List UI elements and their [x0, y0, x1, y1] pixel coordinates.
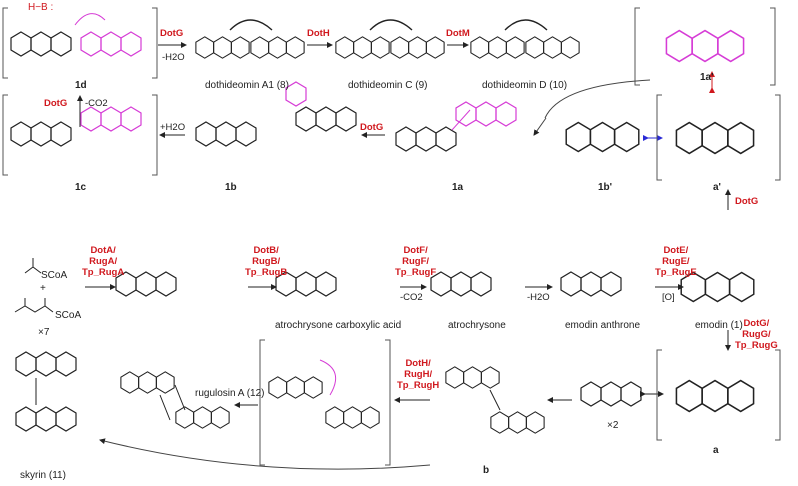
cond-oxidation: [O] — [662, 292, 675, 303]
structure-1a — [395, 101, 517, 152]
cond-co2-vertical: -CO2 — [85, 98, 108, 109]
structure-1a-prime — [634, 7, 776, 86]
enzyme-dotg-vertical: DotG — [44, 98, 68, 109]
times-7: ×7 — [38, 327, 50, 338]
structure-1b — [195, 81, 357, 147]
structure-1d — [2, 7, 158, 79]
acetyl-scoa-label: SCoA — [41, 270, 68, 281]
label-dothideomin-a1: dothideomin A1 (8) — [205, 80, 289, 91]
structure-b — [445, 366, 545, 434]
enzyme-dotf: DotF/ RugF/ Tp_RugF — [395, 245, 437, 278]
enzyme-dotg-1: DotG — [160, 28, 184, 39]
label-skyrin: skyrin (11) — [20, 470, 66, 481]
cond-h2o-dehydration: -H2O — [527, 292, 550, 303]
structure-rugulosin — [120, 371, 230, 429]
enzyme-dotb: DotB/ RugB/ Tp_RugB — [245, 245, 288, 278]
structure-acetyl-coa — [14, 258, 54, 313]
label-1a-prime: 1a' — [700, 72, 714, 83]
label-1c: 1c — [75, 182, 87, 193]
structure-acyl-coa-intermediate — [115, 271, 177, 297]
enzyme-dotg-up: DotG — [735, 196, 759, 207]
label-1b: 1b — [225, 182, 237, 193]
enzyme-dotg-2: DotG — [360, 122, 384, 133]
label-atrochrysone: atrochrysone — [448, 320, 506, 331]
label-1b-prime: 1b' — [598, 182, 613, 193]
structure-atrochrysone — [430, 271, 492, 297]
hb-label: H−B : — [28, 2, 54, 13]
label-a: a — [713, 445, 719, 456]
structure-emodin-anthrone — [560, 271, 622, 297]
label-emodin: emodin (1) — [695, 320, 743, 331]
enzyme-doth: DotH — [307, 28, 330, 39]
label-b: b — [483, 465, 490, 476]
structure-dothideomin-a1 — [195, 19, 305, 59]
times-2: ×2 — [607, 420, 619, 431]
label-1a: 1a — [452, 182, 464, 193]
enzyme-dote: DotE/ RugE/ Tp_RugE — [655, 245, 697, 278]
structure-hydride-intermediate — [259, 339, 391, 466]
structure-a-prime — [656, 94, 781, 181]
label-emodin-anthrone: emodin anthrone — [565, 320, 641, 331]
structure-1c — [2, 94, 158, 176]
enzyme-dotg-3: DotG/ RugG/ Tp_RugG — [735, 318, 778, 351]
cond-h2o-1: -H2O — [162, 52, 185, 63]
enzyme-dota: DotA/ RugA/ Tp_RugA — [82, 245, 125, 278]
structure-skyrin — [15, 351, 77, 432]
malonyl-scoa-label: SCoA — [55, 310, 82, 321]
structure-a — [656, 349, 781, 441]
structure-dothideomin-c — [335, 19, 445, 59]
structure-dothideomin-d — [470, 19, 580, 59]
label-dothideomin-c: dothideomin C (9) — [348, 80, 428, 91]
label-dothideomin-d: dothideomin D (10) — [482, 80, 568, 91]
plus-sign: + — [40, 283, 46, 294]
cond-water: +H2O — [160, 122, 186, 133]
label-rugulosin: rugulosin A (12) — [195, 388, 265, 399]
enzyme-doth-2: DotH/ RugH/ Tp_RugH — [397, 358, 440, 391]
label-1d: 1d — [75, 80, 87, 91]
label-atrochrysone-carboxylic-acid: atrochrysone carboxylic acid — [275, 320, 402, 331]
enzyme-dotm: DotM — [446, 28, 470, 39]
label-a-prime: a' — [713, 182, 721, 193]
structure-1b-prime — [565, 121, 640, 153]
cond-co2-f: -CO2 — [400, 292, 423, 303]
structure-radical-monomer — [580, 381, 642, 407]
